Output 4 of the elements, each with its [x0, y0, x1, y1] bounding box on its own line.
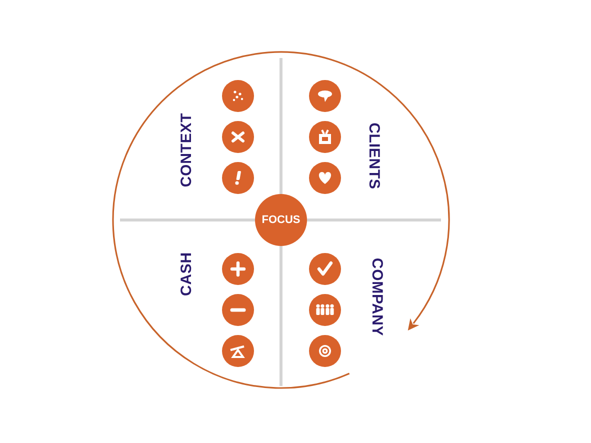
quadrant-label: CASH [176, 252, 196, 296]
quadrant-label: COMPANY [367, 258, 386, 336]
quadrant-label: CLIENTS [364, 122, 384, 190]
quadrant-label: CONTEXT [176, 112, 196, 188]
